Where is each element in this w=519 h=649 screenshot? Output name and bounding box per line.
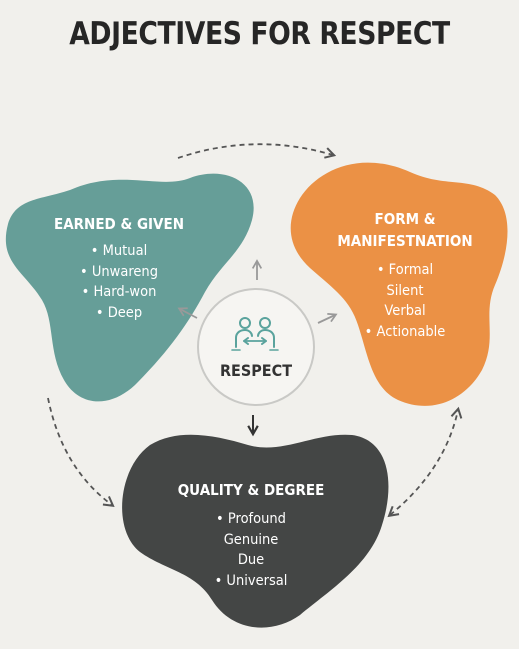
list-item: • Universal [214,572,288,589]
list-item: • Profound [216,511,286,527]
list-item: • Unwareng [79,263,158,280]
earned-given-list: • Mutual • Unwareng • Hard-won • Deep [14,241,224,323]
list-item: • Formal [376,262,434,278]
form-manifestation-list: • Formal Silent Verbal • Actionable [300,260,510,342]
list-item: • Actionable [364,323,446,340]
form-manifestation-heading-line-1: FORM & [374,210,436,228]
center-circle [197,288,315,406]
form-manifestation-group: FORM & MANIFESTNATION • Formal Silent Ve… [300,208,510,342]
list-item: Verbal [384,303,426,319]
earned-given-blob [5,173,254,402]
list-item: • Mutual [90,243,148,259]
list-item: Genuine [223,531,279,548]
dashed-arrow-right [387,406,463,518]
quality-degree-group: QUALITY & DEGREE • Profound Genuine Due … [146,479,356,591]
list-item: • Hard-won [81,284,157,300]
form-manifestation-blob [290,162,508,406]
two-people-exchange-icon [231,317,279,351]
diagram-title: ADJECTIVES FOR RESPECT [69,16,450,52]
list-item: • Deep [95,304,143,321]
arrow-up-left [177,307,198,319]
quality-degree-list: • Profound Genuine Due • Universal [146,509,356,591]
list-item: Due [237,552,265,568]
quality-degree-heading: QUALITY & DEGREE [177,481,325,499]
earned-given-group: EARNED & GIVEN • Mutual • Unwareng • Har… [14,213,224,323]
earned-given-heading: EARNED & GIVEN [53,215,185,233]
center-label: RESPECT [219,361,293,380]
quality-degree-blob [122,434,389,628]
form-manifestation-heading-line-2: MANIFESTNATION [337,232,473,250]
dashed-arrow-top [177,143,337,159]
arrow-up-right [317,312,338,324]
dashed-arrow-left [47,397,115,507]
list-item: Silent [386,282,424,299]
